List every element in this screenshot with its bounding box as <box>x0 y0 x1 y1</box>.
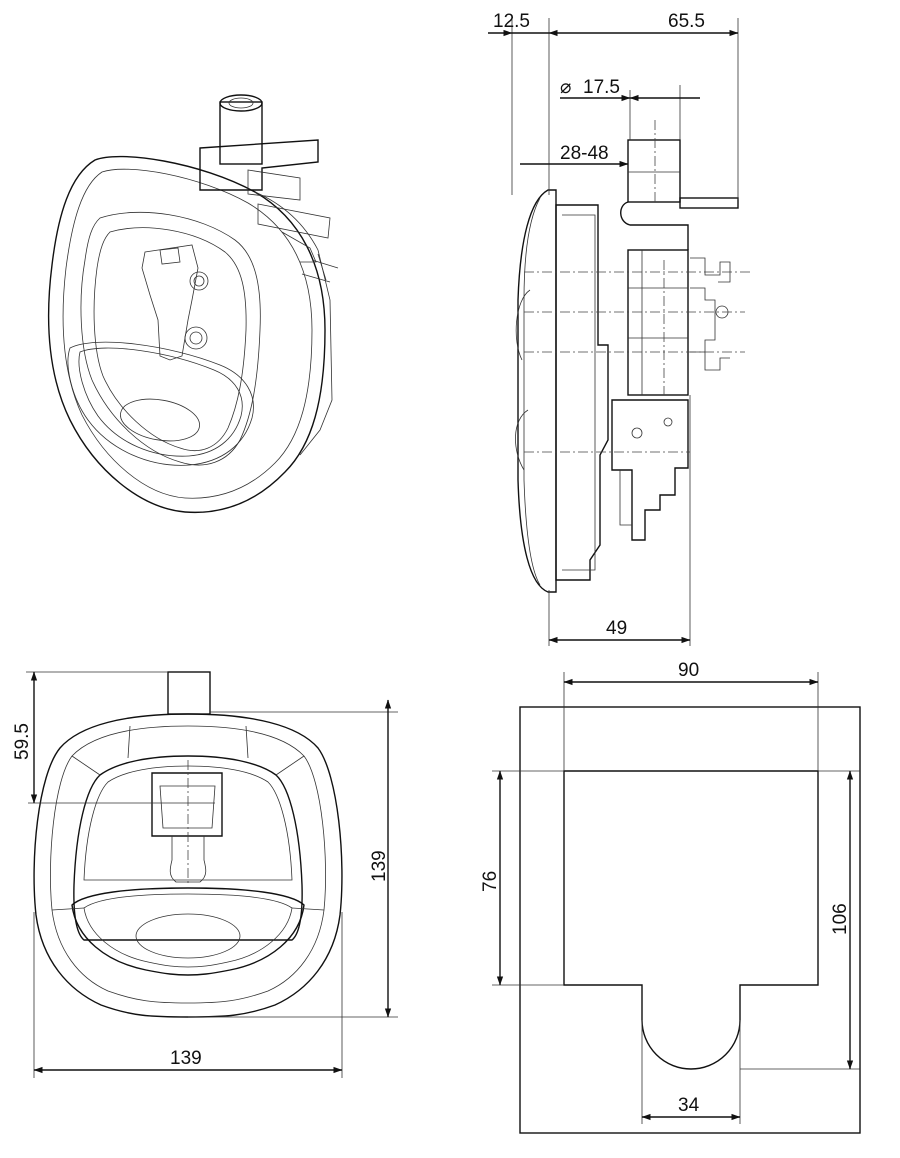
front-view-dimensions: 59.5 139 139 <box>12 671 398 1078</box>
dim-front-height: 139 <box>369 850 390 882</box>
dim-front-top-to-center: 59.5 <box>12 723 33 760</box>
cutout-dimensions: 90 76 106 34 <box>480 660 860 1124</box>
dim-cutout-total-height: 106 <box>830 903 851 935</box>
side-view-dimensions: 12.5 65.5 ⌀ 17.5 28-48 49 <box>488 11 739 646</box>
dim-front-width: 139 <box>170 1048 202 1069</box>
dim-cutout-width: 90 <box>678 660 699 681</box>
dim-body-depth: 49 <box>606 618 627 639</box>
dim-cylinder-diameter: 17.5 <box>583 77 620 98</box>
dim-cutout-upper-height: 76 <box>480 871 501 892</box>
front-view <box>28 671 343 1018</box>
dim-door-thickness: 28-48 <box>560 143 609 164</box>
side-view <box>515 120 750 593</box>
dim-side-offset: 12.5 <box>493 11 530 32</box>
dim-cutout-slot-width: 34 <box>678 1095 700 1116</box>
isometric-view <box>47 94 339 514</box>
dim-cylinder-diameter-symbol: ⌀ <box>560 77 571 98</box>
dim-side-overall-depth: 65.5 <box>668 11 705 32</box>
